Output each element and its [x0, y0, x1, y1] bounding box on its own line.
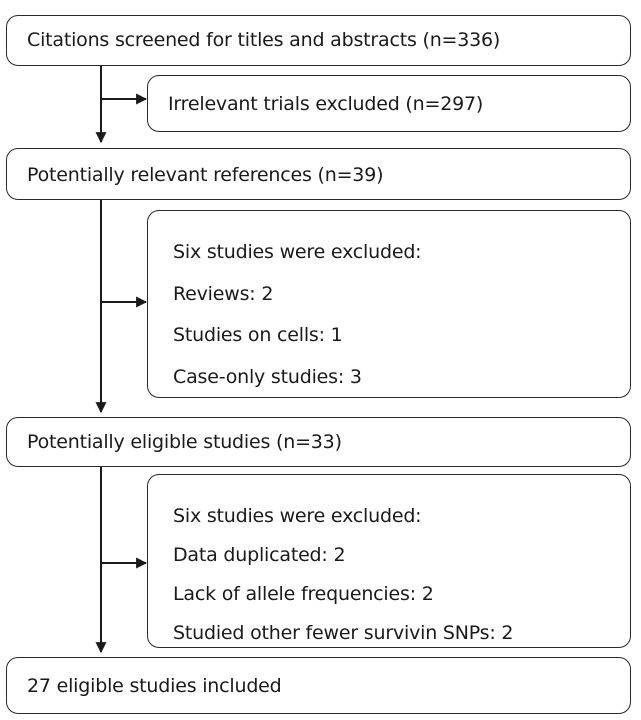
box-screened-text: Citations screened for titles and abstra…: [27, 29, 501, 51]
exclusion-2-line-1: Six studies were excluded:: [173, 505, 422, 527]
box-irrelevant-excluded-text: Irrelevant trials excluded (n=297): [168, 93, 484, 115]
exclusion-2-line-3: Lack of allele frequencies: 2: [173, 583, 434, 605]
exclusion-1-line-1: Six studies were excluded:: [173, 241, 422, 263]
exclusion-1-line-4: Case-only studies: 3: [173, 365, 362, 388]
exclusion-2-line-2: Data duplicated: 2: [173, 544, 346, 566]
box-included: 27 eligible studies included: [6, 657, 631, 714]
box-potentially-relevant-text: Potentially relevant references (n=39): [27, 164, 384, 186]
box-exclusion-1: Six studies were excluded: Reviews: 2 St…: [147, 210, 631, 398]
exclusion-1-line-2: Reviews: 2: [173, 282, 274, 305]
exclusion-2-line-4: Studied other fewer survivin SNPs: 2: [173, 622, 514, 644]
box-potentially-relevant: Potentially relevant references (n=39): [6, 148, 631, 200]
exclusion-1-line-3: Studies on cells: 1: [173, 324, 343, 346]
box-exclusion-2: Six studies were excluded: Data duplicat…: [147, 474, 631, 648]
box-irrelevant-excluded: Irrelevant trials excluded (n=297): [147, 75, 631, 132]
box-potentially-eligible: Potentially eligible studies (n=33): [6, 417, 631, 467]
box-included-text: 27 eligible studies included: [27, 675, 282, 697]
box-screened: Citations screened for titles and abstra…: [6, 15, 631, 66]
box-potentially-eligible-text: Potentially eligible studies (n=33): [27, 431, 342, 453]
